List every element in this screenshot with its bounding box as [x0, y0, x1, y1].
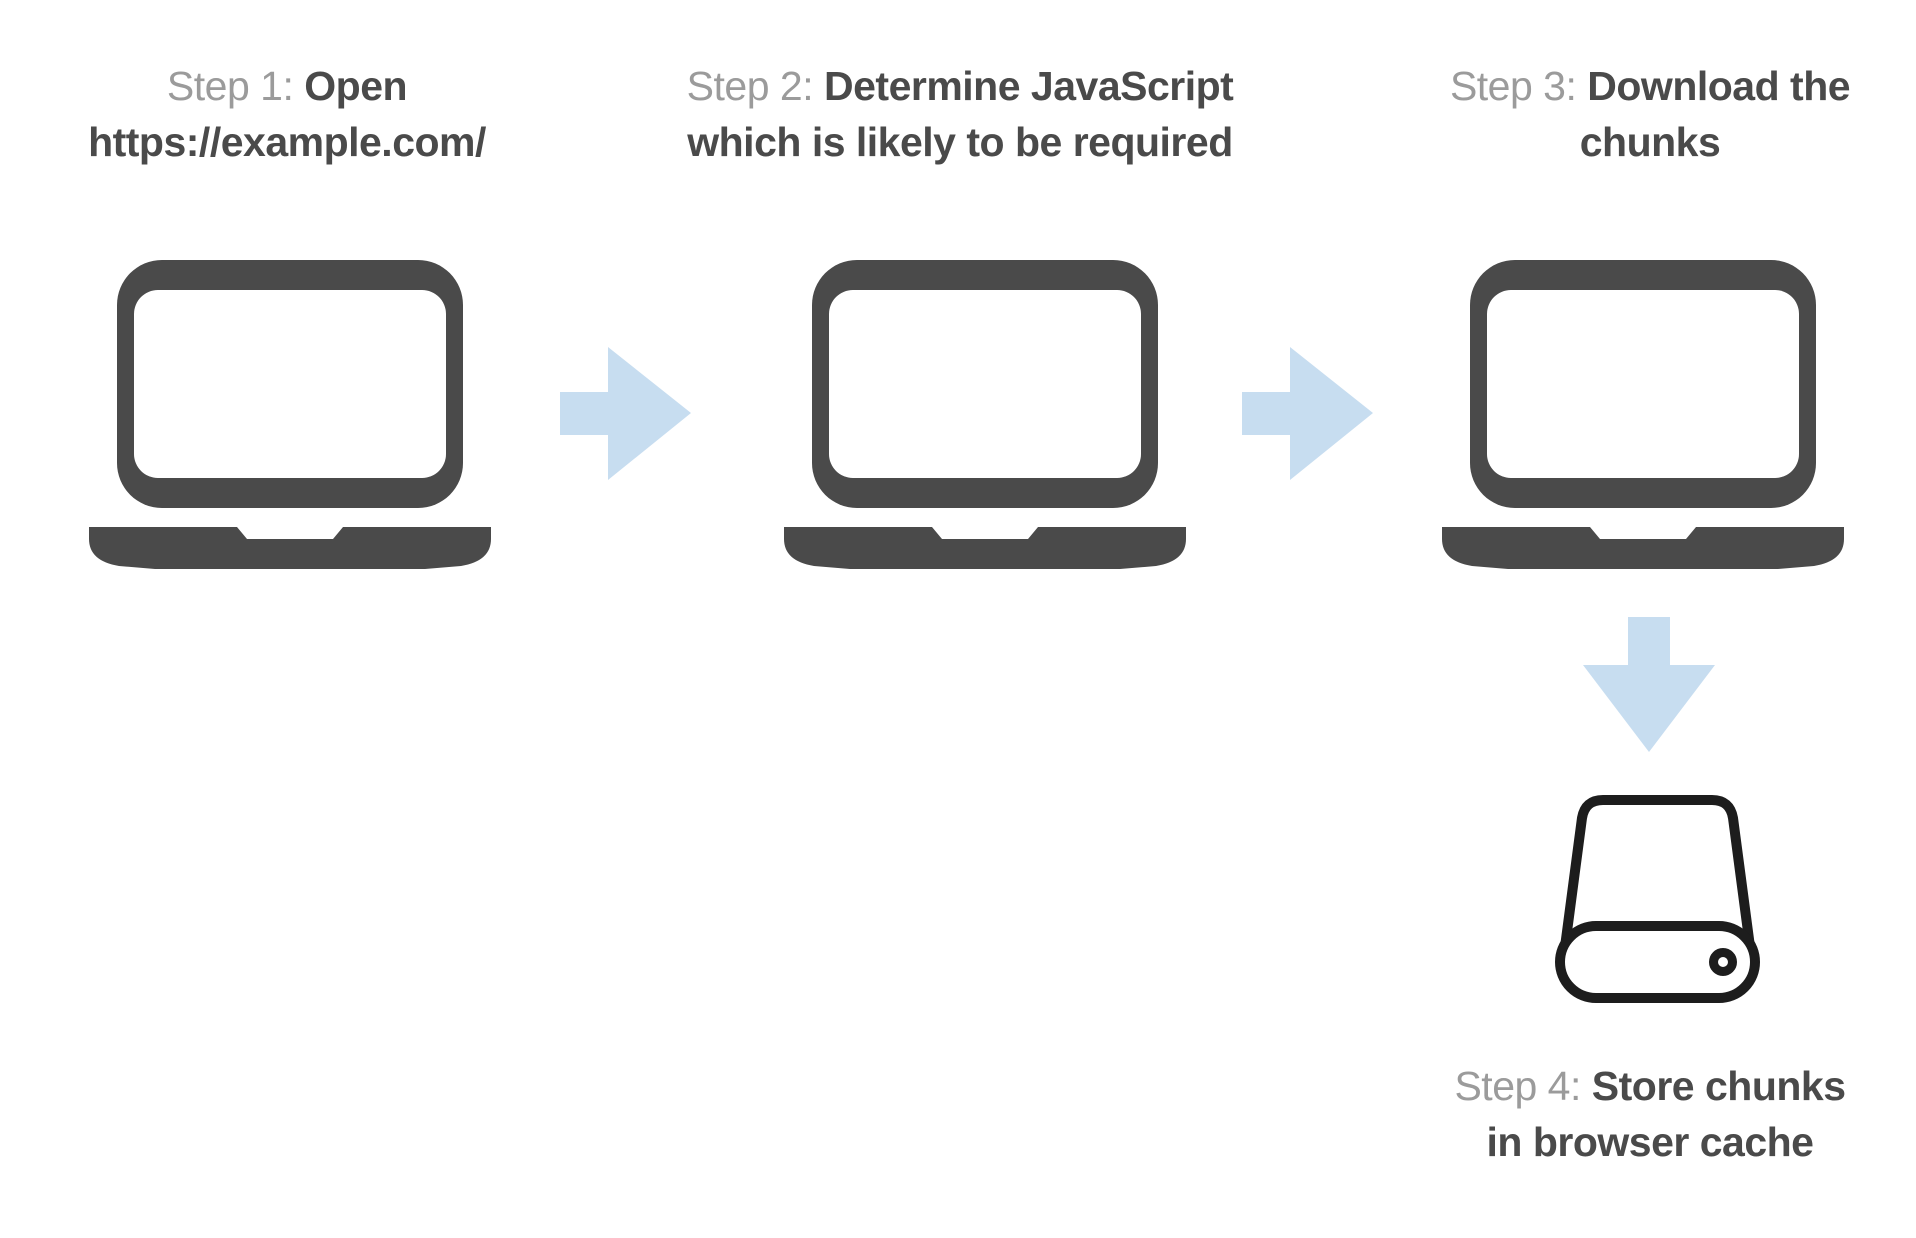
step4-prefix: Step 4:: [1454, 1063, 1581, 1109]
step2-label: Step 2: Determine JavaScript which is li…: [650, 58, 1270, 170]
step3-prefix: Step 3:: [1449, 63, 1577, 109]
laptop-icon: [782, 260, 1188, 569]
arrow-right-icon: [1242, 347, 1373, 480]
laptop-icon: [1440, 260, 1846, 569]
step4-label: Step 4: Store chunks in browser cache: [1390, 1058, 1910, 1170]
hard-drive-icon: [1555, 792, 1760, 1003]
step4-title-line2: in browser cache: [1486, 1119, 1814, 1165]
laptop-icon: [87, 260, 493, 569]
step3-title-line2: chunks: [1579, 119, 1721, 165]
step4-title-line1: Store chunks: [1591, 1063, 1846, 1109]
arrow-right-icon: [560, 347, 691, 480]
step1-prefix: Step 1:: [166, 63, 294, 109]
arrow-down-icon: [1583, 617, 1715, 752]
step3-label: Step 3: Download the chunks: [1390, 58, 1910, 170]
step1-label: Step 1: Open https://example.com/: [27, 58, 547, 170]
step1-title-line2: https://example.com/: [88, 119, 486, 165]
step2-title-line1: Determine JavaScript: [824, 63, 1234, 109]
step1-title-line1: Open: [304, 63, 408, 109]
step3-title-line1: Download the: [1587, 63, 1851, 109]
step2-prefix: Step 2:: [686, 63, 814, 109]
step2-title-line2: which is likely to be required: [687, 119, 1233, 165]
